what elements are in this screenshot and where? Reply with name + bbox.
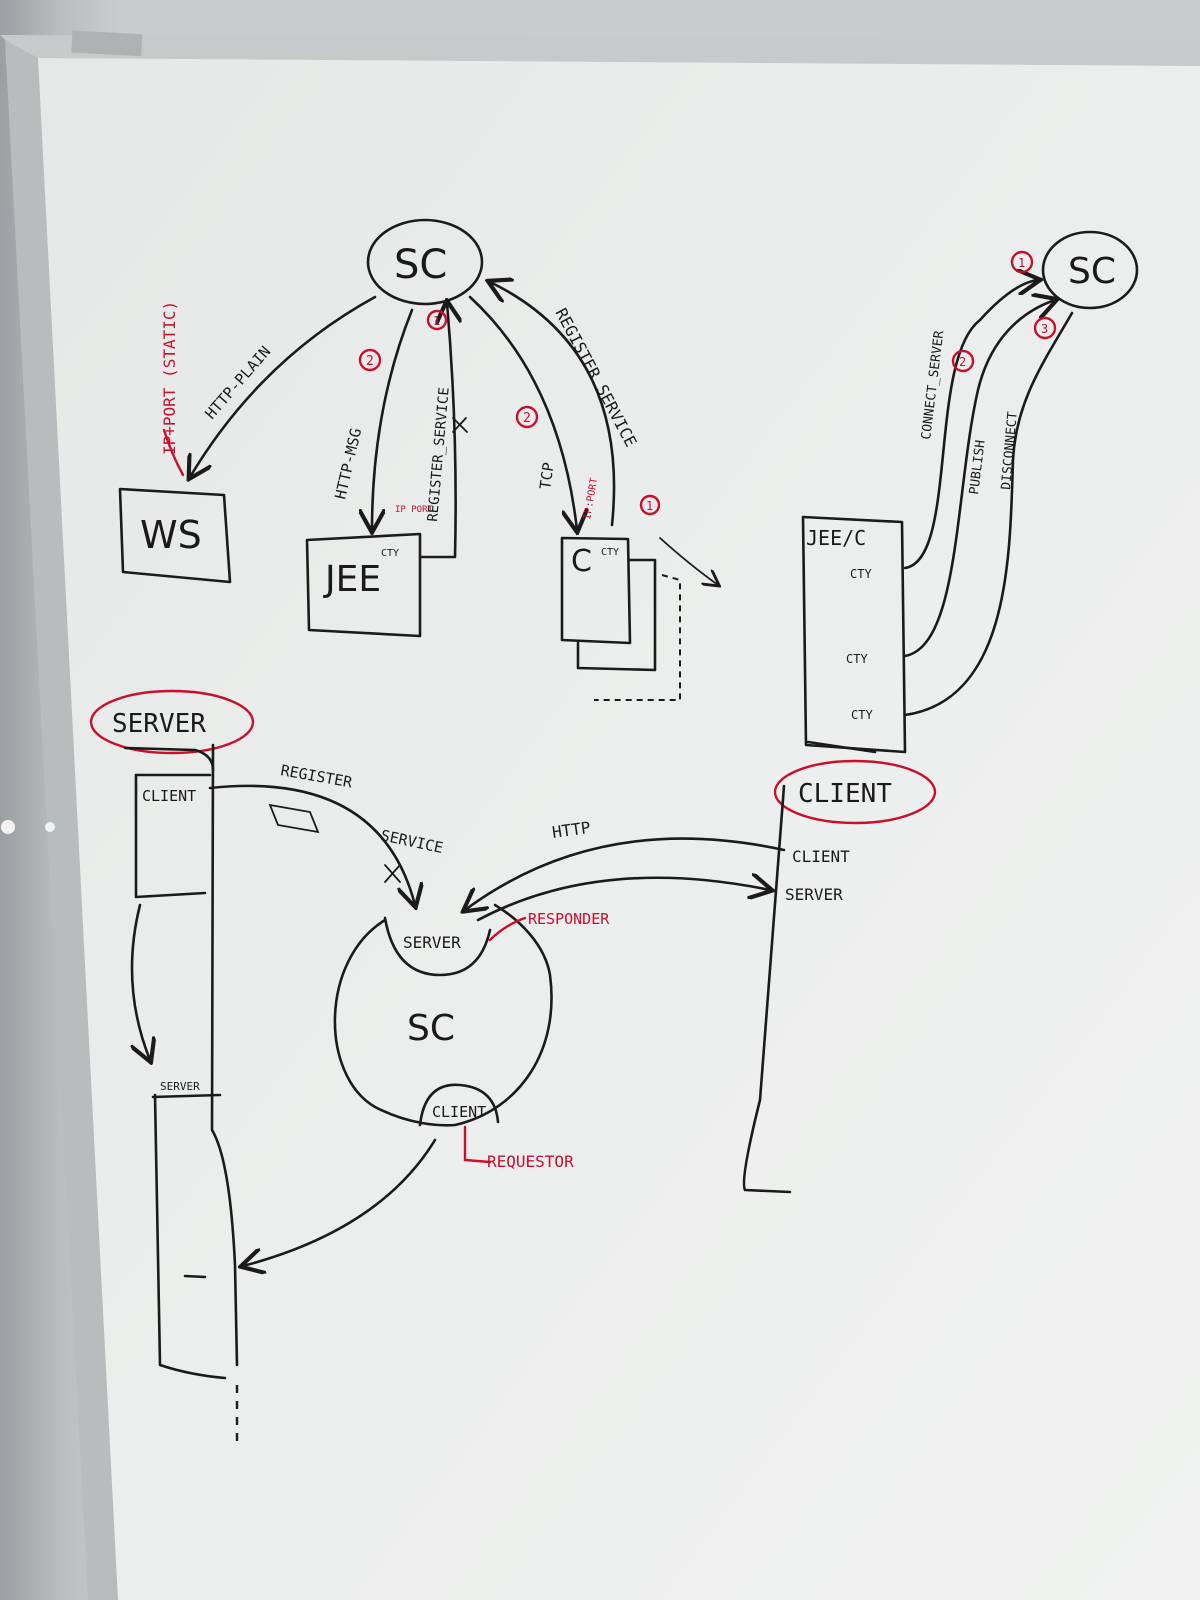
right-server-label: SERVER bbox=[785, 885, 843, 904]
jee-label: JEE bbox=[323, 559, 381, 600]
board-frame bbox=[0, 30, 1200, 1600]
c-label: C bbox=[571, 544, 592, 579]
connect-num: 1 bbox=[1018, 256, 1025, 270]
client-inner-label: CLIENT bbox=[432, 1103, 486, 1121]
c-box-front bbox=[560, 536, 632, 645]
requestor-label: REQUESTOR bbox=[487, 1152, 574, 1171]
tcp-num: 2 bbox=[523, 411, 531, 426]
server-inner-label: SERVER bbox=[403, 933, 461, 952]
jee-box bbox=[305, 532, 422, 638]
ws-box bbox=[118, 487, 232, 584]
jee-c-box bbox=[801, 515, 907, 754]
c-cty: CTY bbox=[601, 547, 619, 558]
cty-1: CTY bbox=[850, 567, 872, 581]
sc-center-label: SC bbox=[407, 1008, 455, 1049]
publish-label: PUBLISH bbox=[967, 439, 989, 495]
client-title: CLIENT bbox=[798, 779, 892, 809]
publish-num: 2 bbox=[959, 355, 966, 369]
server-title-oval bbox=[89, 689, 255, 755]
server-bottom-label: SERVER bbox=[160, 1080, 200, 1093]
sc-node-top bbox=[366, 218, 484, 306]
right-client-label: CLIENT bbox=[792, 847, 850, 866]
jee-cty: CTY bbox=[381, 548, 399, 559]
sc-node-right-label: SC bbox=[1068, 251, 1116, 292]
client-box-label: CLIENT bbox=[142, 787, 196, 805]
jee-ip-port: IP PORT bbox=[395, 505, 434, 515]
disconnect-num: 3 bbox=[1041, 322, 1048, 336]
ip-port-static-label: IP+PORT (STATIC) bbox=[160, 301, 179, 455]
c-box-mid bbox=[576, 558, 657, 672]
top-right-diagram: SC JEE/C CTY CTY CTY CONNECT_SERVER 1 PU… bbox=[801, 230, 1139, 754]
server-title: SERVER bbox=[112, 709, 206, 739]
server-column bbox=[210, 743, 239, 1367]
sc-node-top-label: SC bbox=[394, 242, 447, 288]
responder-label: RESPONDER bbox=[528, 910, 610, 928]
register-service-c-num: 1 bbox=[646, 499, 653, 513]
disconnect-label: DISCONNECT bbox=[999, 411, 1021, 490]
client-title-oval bbox=[773, 759, 937, 825]
c-box-back bbox=[594, 574, 681, 701]
register-service-jee-num: 1 bbox=[433, 314, 440, 328]
http-msg-num: 2 bbox=[366, 354, 374, 369]
sc-big-circle bbox=[333, 903, 553, 1127]
tcp-label: TCP bbox=[536, 461, 558, 490]
jee-c-label: JEE/C bbox=[806, 526, 866, 550]
cty-3: CTY bbox=[851, 708, 873, 722]
ws-label: WS bbox=[140, 513, 202, 557]
cty-2: CTY bbox=[846, 652, 868, 666]
